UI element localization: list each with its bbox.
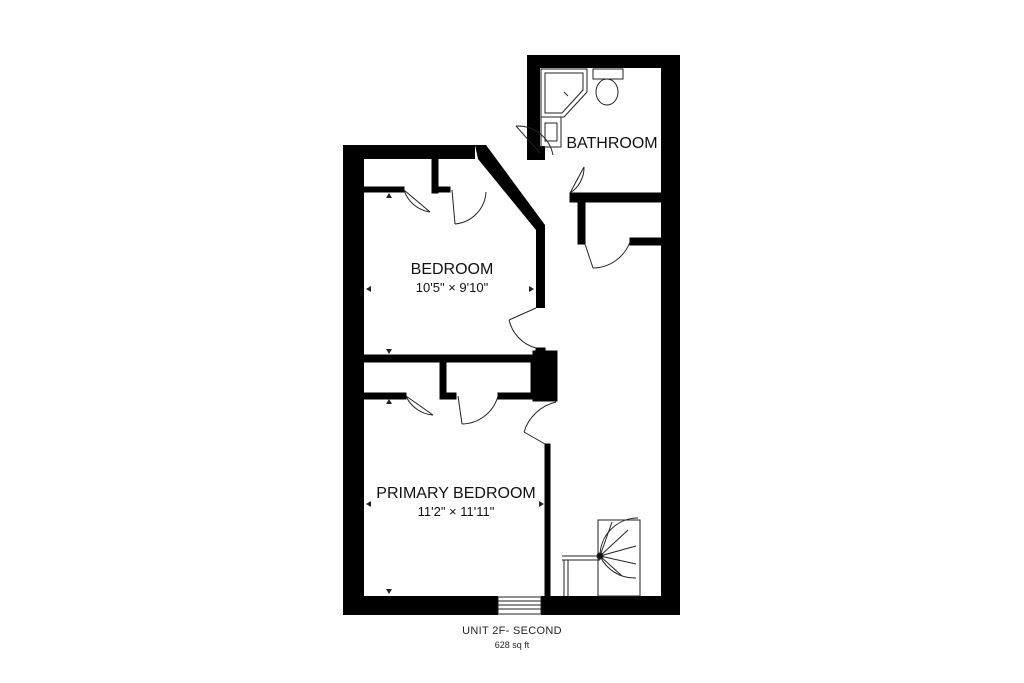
bedroom-label: BEDROOM <box>411 261 494 278</box>
sink-icon <box>540 116 562 148</box>
toilet-icon <box>592 68 624 106</box>
exterior-walls <box>343 55 680 615</box>
window-icon <box>497 596 542 615</box>
bedroom-dimensions: 10'5" × 9'10" <box>416 280 489 295</box>
interior-walls <box>363 145 662 597</box>
dimension-markers <box>366 193 544 594</box>
primary-bedroom-dimensions: 11'2" × 11'11" <box>418 504 495 519</box>
unit-title: UNIT 2F- SECOND <box>462 625 562 637</box>
shower-icon <box>540 68 588 118</box>
bathroom-label: BATHROOM <box>566 135 657 152</box>
unit-area: 628 sq ft <box>494 640 530 650</box>
primary-bedroom-label: PRIMARY BEDROOM <box>376 485 535 502</box>
spiral-stair-icon <box>562 517 641 597</box>
door-swings <box>403 125 631 445</box>
